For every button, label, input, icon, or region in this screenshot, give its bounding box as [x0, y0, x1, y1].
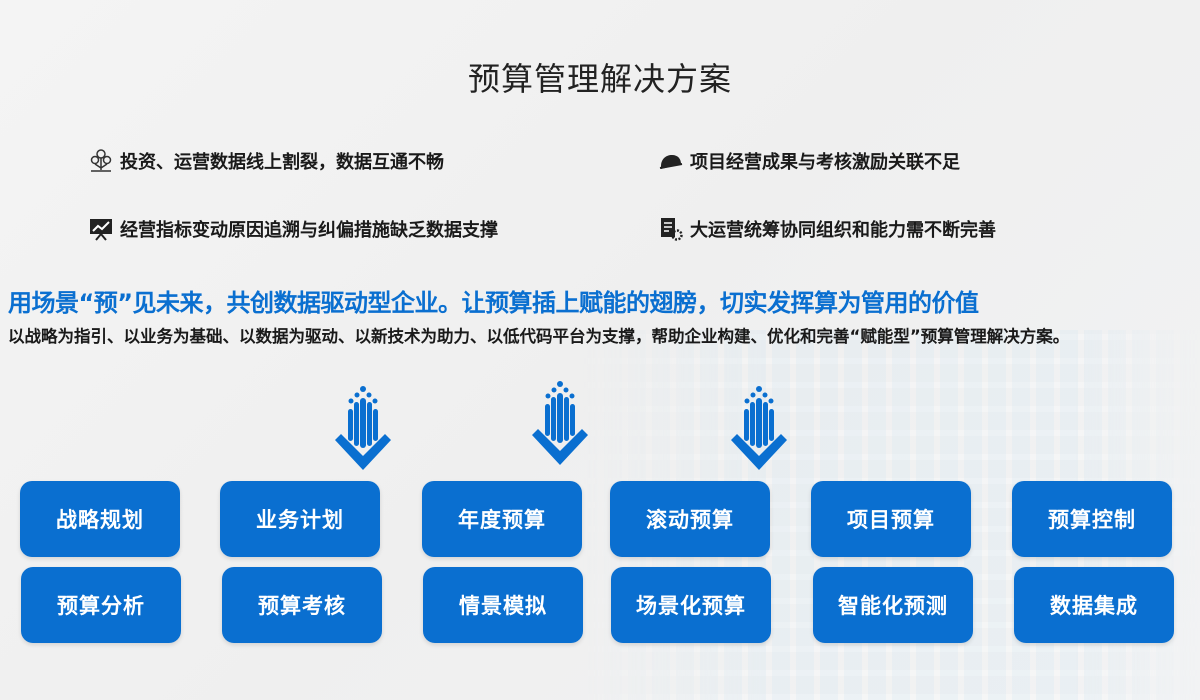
down-arrow-icon — [532, 381, 588, 465]
module-budget-control[interactable]: 预算控制 — [1012, 481, 1172, 557]
module-strategy-planning[interactable]: 战略规划 — [20, 481, 180, 557]
module-business-plan[interactable]: 业务计划 — [220, 481, 380, 557]
pain-point: 项目经营成果与考核激励关联不足 — [658, 148, 960, 174]
helmet-icon — [659, 155, 683, 169]
module-intelligent-forecast[interactable]: 智能化预测 — [813, 567, 973, 643]
module-budget-analysis[interactable]: 预算分析 — [21, 567, 181, 643]
pain-point: 投资、运营数据线上割裂，数据互通不畅 — [88, 148, 444, 174]
description: 以战略为指引、以业务为基础、以数据为驱动、以新技术为助力、以低代码平台为支撑，帮… — [8, 327, 1070, 346]
module-scenario-budget[interactable]: 场景化预算 — [611, 567, 771, 643]
down-arrow-icon — [335, 386, 391, 470]
module-rolling-budget[interactable]: 滚动预算 — [610, 481, 770, 557]
module-data-integration[interactable]: 数据集成 — [1014, 567, 1174, 643]
document-gear-icon — [661, 218, 683, 241]
slogan: 用场景“预”见未来，共创数据驱动型企业。让预算插上赋能的翅膀，切实发挥算为管用的… — [8, 289, 979, 317]
page-title: 预算管理解决方案 — [467, 60, 732, 98]
chart-board-icon — [90, 219, 112, 241]
pain-point: 大运营统筹协同组织和能力需不断完善 — [658, 216, 996, 242]
down-arrow-icon — [731, 386, 787, 470]
module-budget-assessment[interactable]: 预算考核 — [222, 567, 382, 643]
module-annual-budget[interactable]: 年度预算 — [422, 481, 582, 557]
money-tree-icon — [90, 149, 112, 172]
module-scenario-simulation[interactable]: 情景模拟 — [423, 567, 583, 643]
module-project-budget[interactable]: 项目预算 — [811, 481, 971, 557]
pain-point: 经营指标变动原因追溯与纠偏措施缺乏数据支撑 — [88, 216, 498, 242]
